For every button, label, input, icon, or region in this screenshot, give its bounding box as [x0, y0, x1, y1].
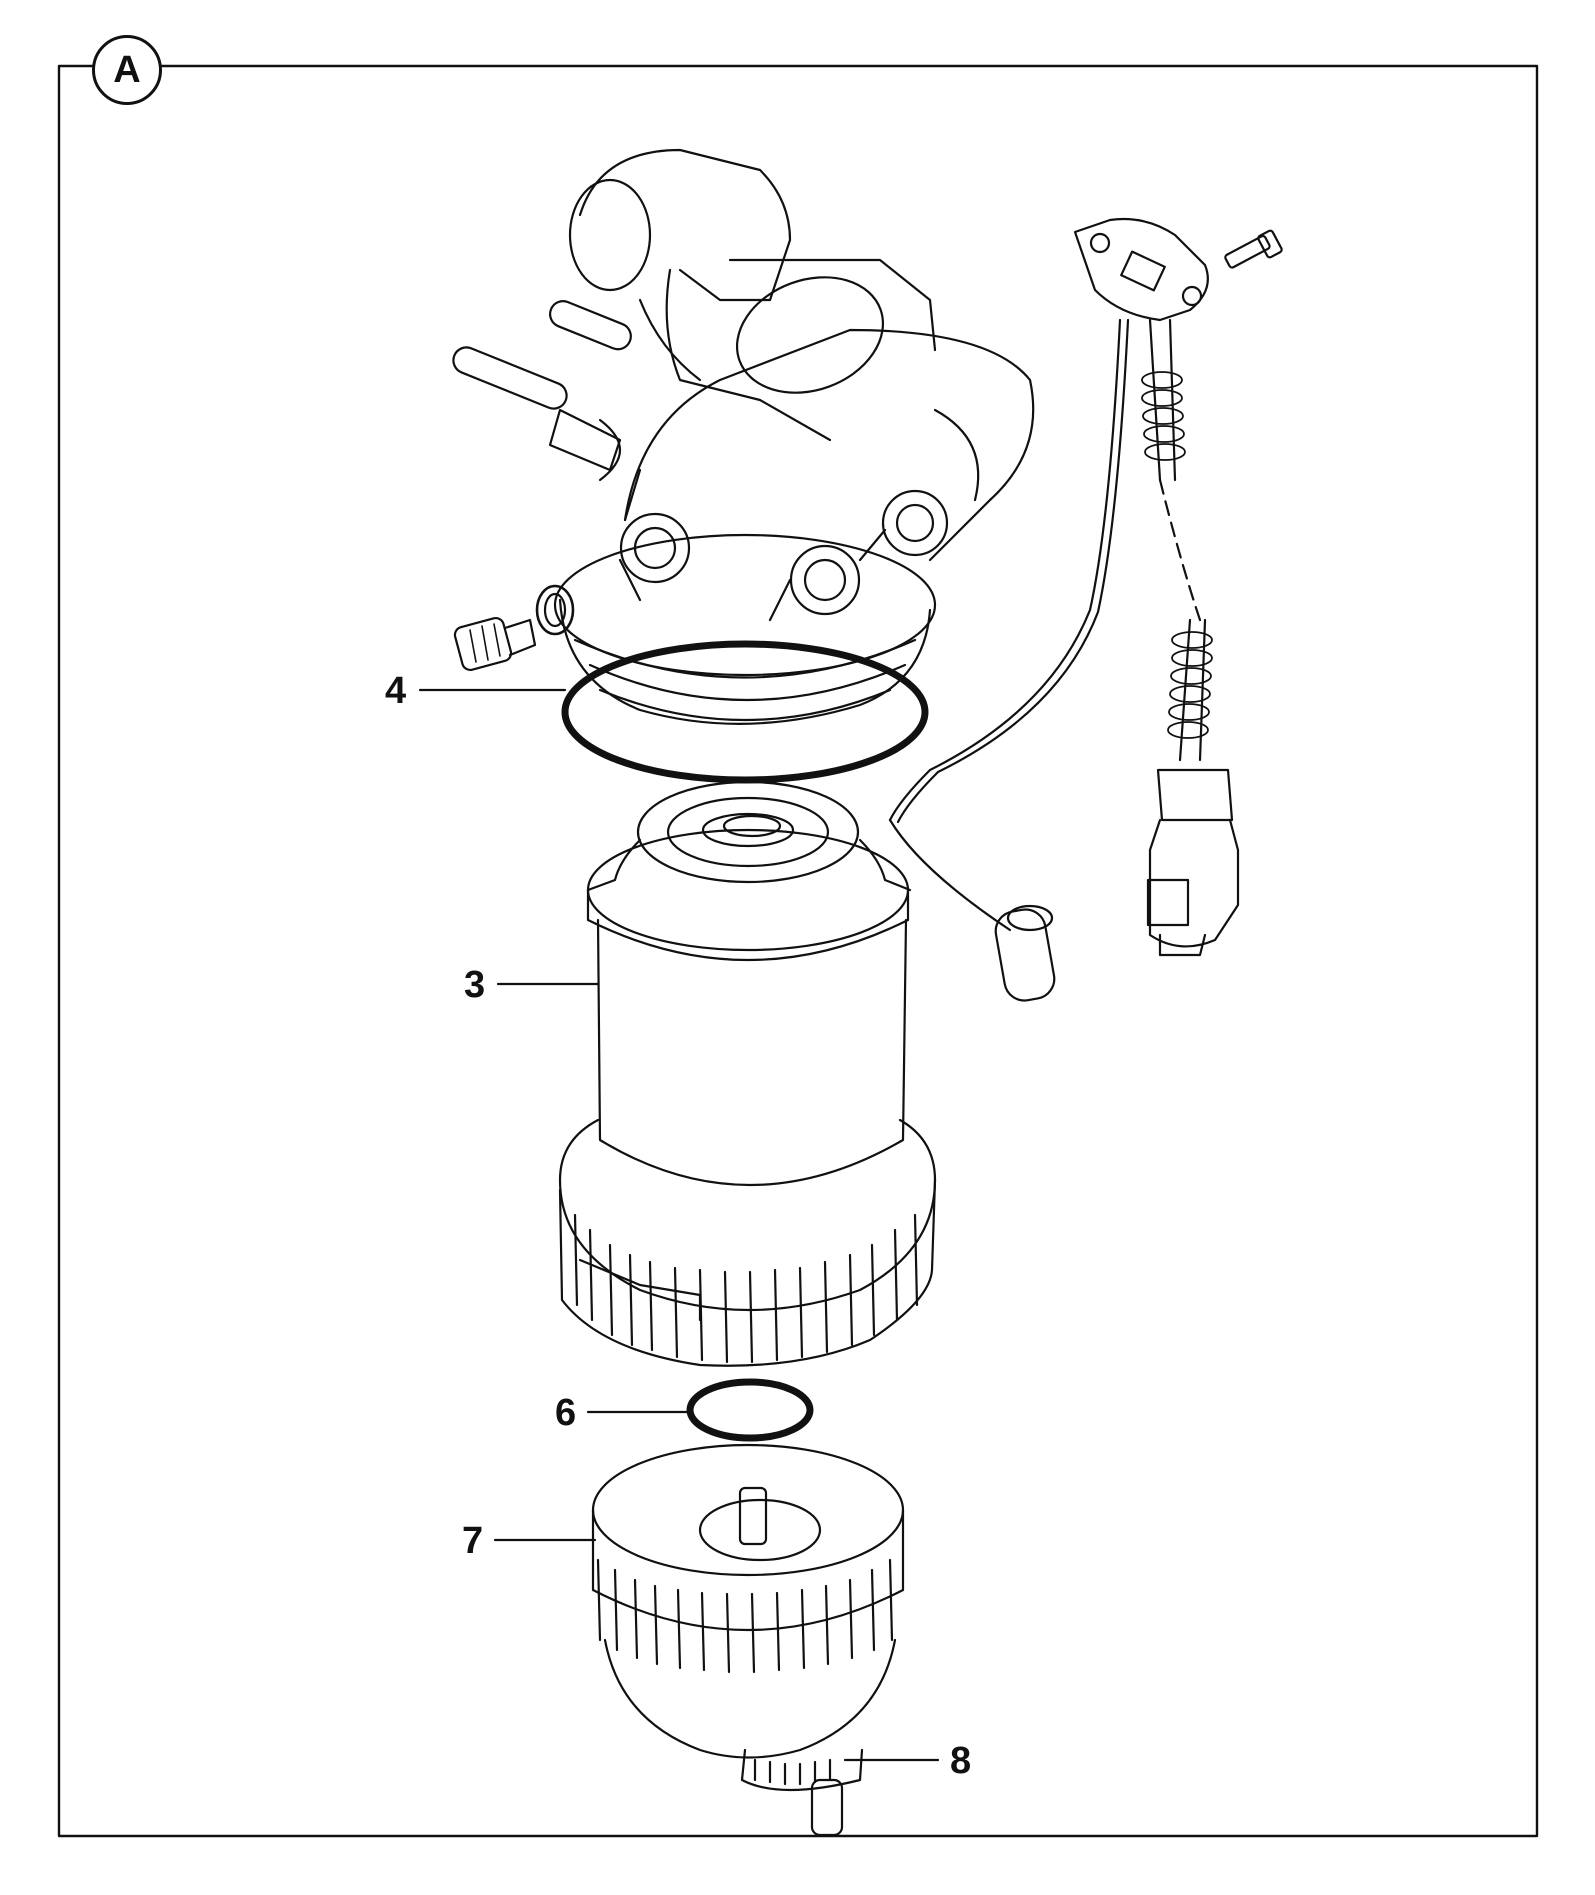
o-ring-4	[561, 640, 929, 784]
callout-number-8: 8	[950, 1740, 972, 1782]
filter-head-assembly	[452, 148, 1035, 725]
callout-number-4: 4	[385, 670, 407, 712]
view-label-badge: A	[92, 35, 162, 105]
bowl-ring-nut	[558, 1118, 937, 1367]
o-ring-6	[686, 1378, 814, 1442]
sensor-harness	[888, 217, 1283, 1002]
drain-valve-8	[740, 1748, 864, 1837]
callout-number-3: 3	[464, 964, 486, 1006]
callout-number-7: 7	[462, 1520, 484, 1562]
filter-element-3	[586, 780, 912, 1186]
water-bowl-7	[591, 1443, 905, 1759]
figure-frame	[57, 64, 1539, 1838]
bleed-screw	[453, 584, 575, 672]
callout-number-6: 6	[555, 1392, 577, 1434]
